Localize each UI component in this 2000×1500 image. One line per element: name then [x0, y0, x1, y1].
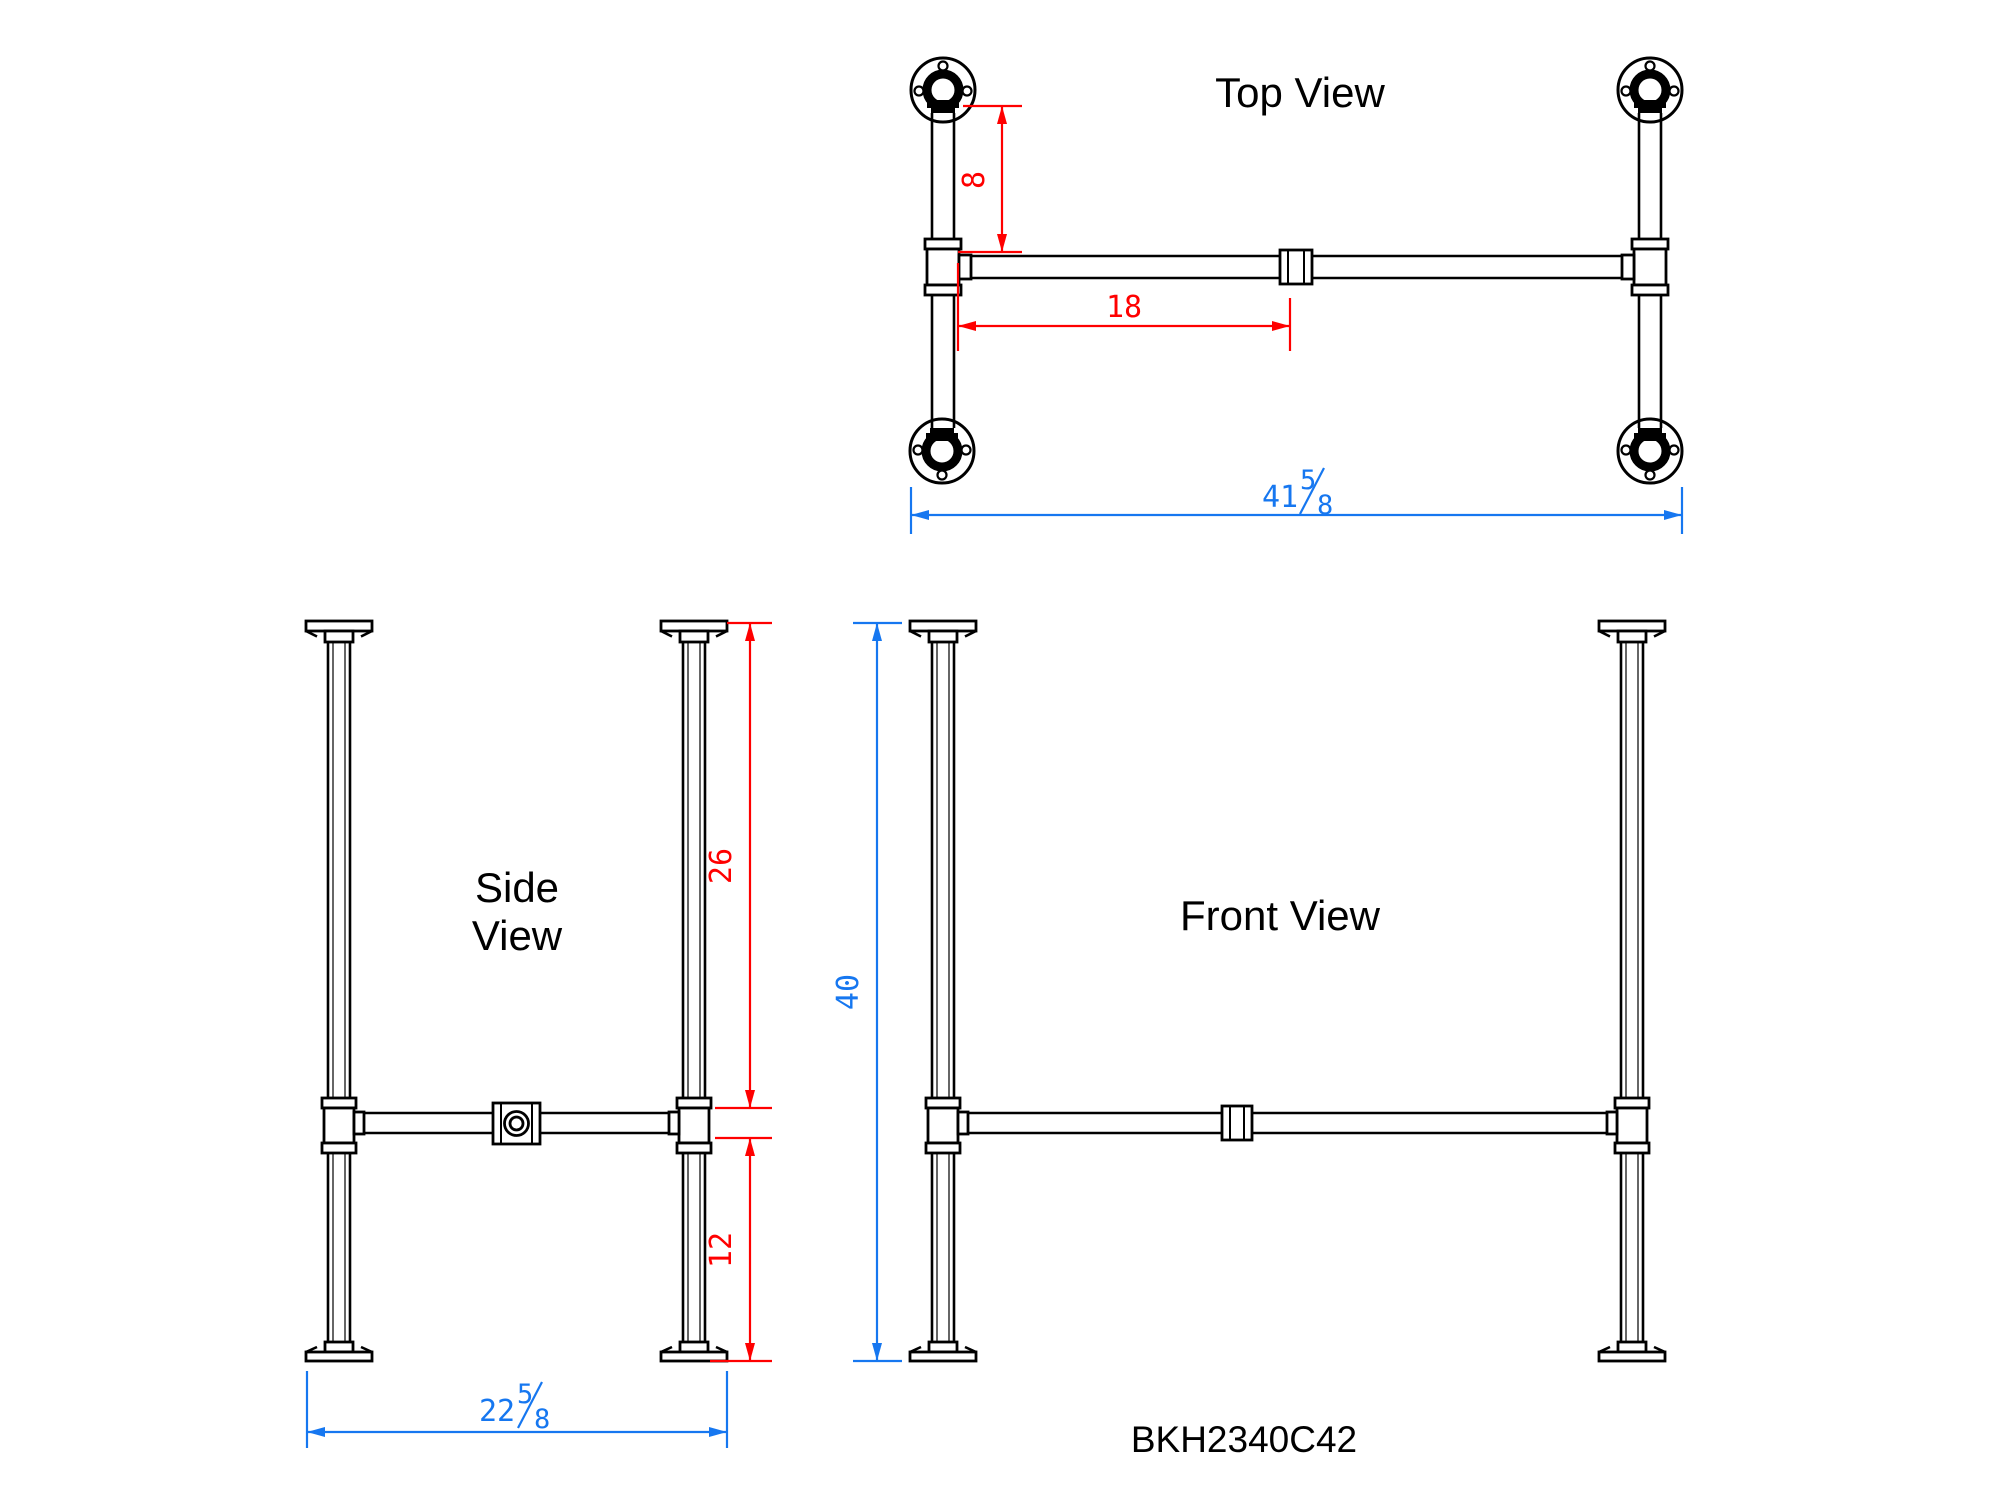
dimension-depth-whole: 22: [479, 1394, 515, 1429]
dimension-40-label: 40: [831, 974, 866, 1010]
front-view-title: Front View: [1180, 892, 1381, 939]
dimension-12-label: 12: [704, 1232, 739, 1268]
side-view-crossbar: [364, 1101, 669, 1146]
dimension-width-whole: 41: [1262, 480, 1298, 515]
top-view-left-rail: [930, 113, 956, 428]
dimension-26-label: 26: [704, 848, 739, 884]
flange-bottom-left: [910, 419, 974, 483]
center-tee-fitting: [491, 1101, 542, 1146]
dimension-8-label: 8: [957, 171, 992, 189]
dimension-depth-denominator: 8: [534, 1404, 550, 1435]
top-view-right-tee: [1620, 237, 1670, 297]
dimension-crossbar-to-floor: 12: [704, 1136, 772, 1363]
top-view-stretcher: [971, 248, 1622, 286]
top-view-left-tee: [923, 237, 973, 297]
top-view-right-rail: [1637, 113, 1663, 428]
side-view: Side View: [304, 619, 772, 1448]
front-view-stretcher: [968, 1104, 1607, 1142]
front-view-right-leg: [1597, 619, 1667, 1363]
dimension-overall-depth: 22 5 8: [305, 1371, 729, 1448]
dimension-depth-numerator: 5: [517, 1379, 533, 1410]
top-view: Top View: [910, 58, 1682, 534]
side-view-left-leg: [304, 619, 374, 1363]
flange-top-right: [1618, 58, 1682, 122]
dimension-18-label: 18: [1106, 290, 1142, 325]
side-view-title-line1: Side: [475, 864, 559, 911]
front-stretcher-coupling: [1220, 1104, 1254, 1142]
side-view-title-line2: View: [472, 912, 563, 959]
top-view-title: Top View: [1215, 69, 1385, 116]
flange-top-left: [911, 58, 975, 122]
dimension-width-denominator: 8: [1317, 490, 1333, 521]
dimension-width-numerator: 5: [1300, 465, 1316, 496]
side-view-right-leg: [659, 619, 729, 1363]
front-view-left-leg: [908, 619, 978, 1363]
front-view: Front View 40: [831, 619, 1667, 1363]
dimension-tee-to-coupling: 18: [956, 263, 1292, 351]
dimension-overall-width: 41 5 8: [909, 465, 1684, 534]
flange-bottom-right: [1618, 419, 1682, 483]
stretcher-coupling: [1278, 248, 1314, 286]
dimension-flange-to-stretcher: 8: [957, 104, 1022, 254]
model-number: BKH2340C42: [1131, 1419, 1357, 1460]
dimension-top-to-crossbar: 26: [704, 621, 772, 1110]
dimension-overall-height: 40: [831, 621, 902, 1363]
